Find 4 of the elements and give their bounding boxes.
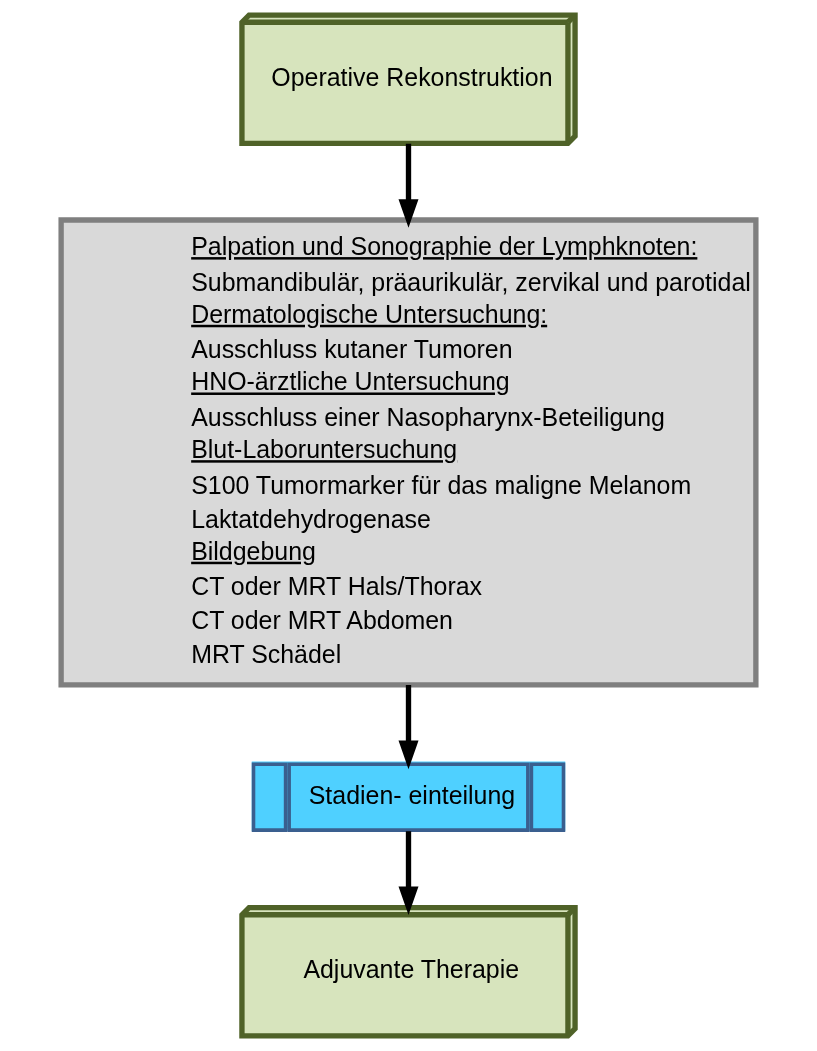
- arrow: [398, 684, 419, 770]
- arrow: [398, 831, 419, 916]
- node-box: Palpation und Sonographie der Lymphknoten: Submandibulär, präaurikulär, zervikal und parotidal Dermatologische Untersuchung: Ausschluss kutaner Tumoren HNO-ärztliche Untersuchung Ausschluss einer Nasopharynx-Beteiligung Blut-Laboruntersuchung S100 Tumormarker für das maligne Melanom Laktatdehydrogenase Bildgebung CT oder MRT Hals/Thorax CT oder MRT Abdomen MRT Schädel: [58, 217, 759, 688]
- arrow: [398, 143, 419, 228]
